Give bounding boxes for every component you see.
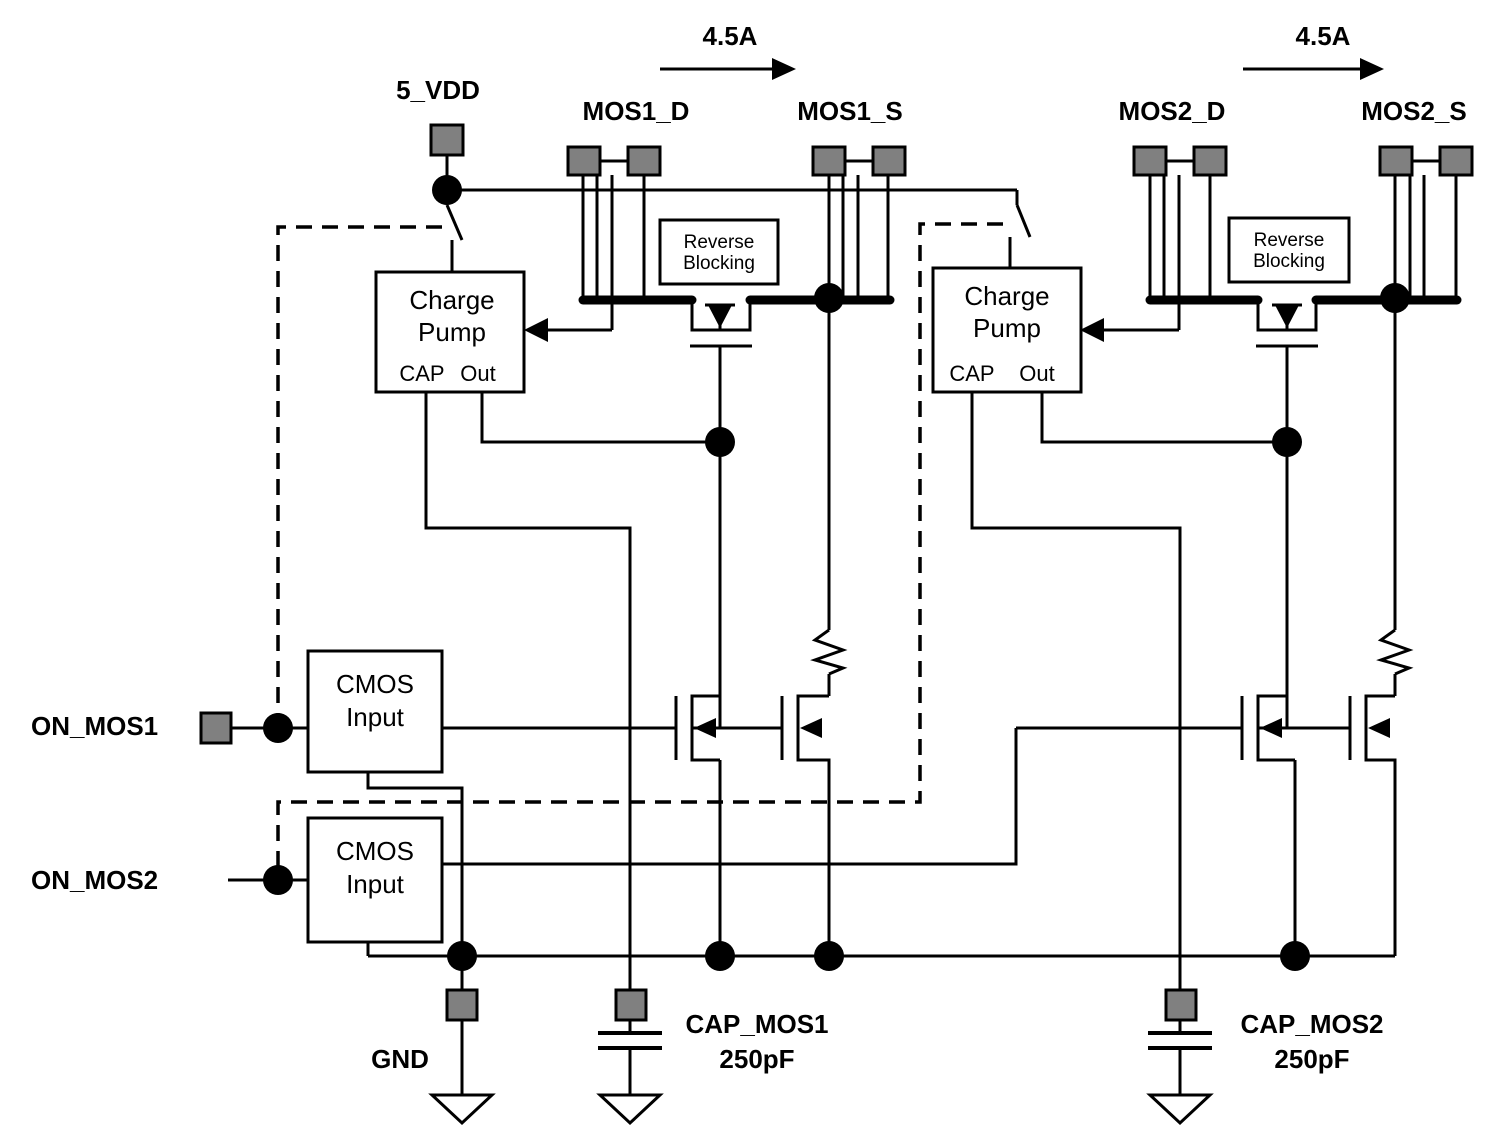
svg-text:Out: Out xyxy=(460,361,495,386)
nmos-pair-2 xyxy=(1240,694,1397,956)
cp1-cap-wire xyxy=(424,392,632,990)
resistor-1 xyxy=(810,628,848,676)
control-dash-2 xyxy=(276,222,1003,880)
vdd-label: 5_VDD xyxy=(396,75,480,105)
on-mos2-label: ON_MOS2 xyxy=(31,865,158,895)
gnd-symbol xyxy=(428,1093,496,1126)
reverse-blocking-2 xyxy=(1227,216,1351,284)
svg-text:Reverse: Reverse xyxy=(684,232,755,253)
power-mosfet-2 xyxy=(1256,300,1318,728)
mos1-drain-label: MOS1_D xyxy=(583,96,690,126)
svg-text:Blocking: Blocking xyxy=(1253,251,1325,272)
current-label-1: 4.5A xyxy=(703,21,758,51)
cp1-out-wire xyxy=(480,392,720,444)
gnd-pad xyxy=(445,988,479,1022)
vdd-switch-2 xyxy=(1015,204,1032,238)
cp1-arrow xyxy=(524,318,548,342)
capacitor-mos2 xyxy=(1146,988,1214,1126)
cap-mos2-label: CAP_MOS2 xyxy=(1240,1009,1383,1039)
nmos-pair-1 xyxy=(674,694,831,956)
svg-text:CAP: CAP xyxy=(949,361,994,386)
cmos-input-1 xyxy=(306,649,444,774)
cap-mos1-value: 250pF xyxy=(719,1044,794,1074)
gnd-label: GND xyxy=(371,1044,429,1074)
mos2-drain-label: MOS2_D xyxy=(1119,96,1226,126)
svg-text:Input: Input xyxy=(346,702,405,732)
charge-pump-2 xyxy=(931,266,1083,394)
svg-text:Input: Input xyxy=(346,869,405,899)
cmos2-output-wire xyxy=(442,728,1018,866)
cp2-arrow xyxy=(1080,318,1104,342)
current-arrow-1 xyxy=(660,58,796,80)
cp2-cap-wire xyxy=(970,392,1182,990)
svg-text:Pump: Pump xyxy=(418,317,486,347)
mos1-source-label: MOS1_S xyxy=(797,96,903,126)
cmos1-gnd-wire xyxy=(366,772,464,956)
vdd-switch-1 xyxy=(445,204,464,241)
charge-pump-1 xyxy=(374,270,526,394)
svg-text:CMOS: CMOS xyxy=(336,669,414,699)
junction-dots xyxy=(263,175,1410,971)
power-mosfet-1 xyxy=(690,300,752,728)
resistor-2 xyxy=(1376,628,1414,676)
svg-text:Out: Out xyxy=(1019,361,1054,386)
svg-text:Reverse: Reverse xyxy=(1254,230,1325,251)
mos2-drain-pins xyxy=(1132,145,1228,330)
svg-text:Charge: Charge xyxy=(964,281,1049,311)
cap-mos2-value: 250pF xyxy=(1274,1044,1349,1074)
current-arrow-2 xyxy=(1243,58,1384,80)
on-mos1-pad xyxy=(199,711,233,745)
on-mos1-label: ON_MOS1 xyxy=(31,711,158,741)
svg-text:CAP: CAP xyxy=(399,361,444,386)
cp2-out-wire xyxy=(1040,392,1287,444)
mos2-source-pins xyxy=(1378,145,1474,300)
mos1-source-pins xyxy=(811,145,907,300)
svg-text:Charge: Charge xyxy=(409,285,494,315)
cmos-input-2 xyxy=(306,816,444,944)
control-dash-1 xyxy=(276,225,442,728)
svg-text:Blocking: Blocking xyxy=(683,253,755,274)
svg-text:CMOS: CMOS xyxy=(336,836,414,866)
current-label-2: 4.5A xyxy=(1296,21,1351,51)
cap-mos1-label: CAP_MOS1 xyxy=(685,1009,828,1039)
reverse-blocking-1 xyxy=(658,218,780,286)
mos1-drain-pins xyxy=(566,145,662,330)
capacitor-mos1 xyxy=(596,988,664,1126)
mos2-source-label: MOS2_S xyxy=(1361,96,1467,126)
vdd-pad xyxy=(429,123,465,157)
svg-text:Pump: Pump xyxy=(973,313,1041,343)
